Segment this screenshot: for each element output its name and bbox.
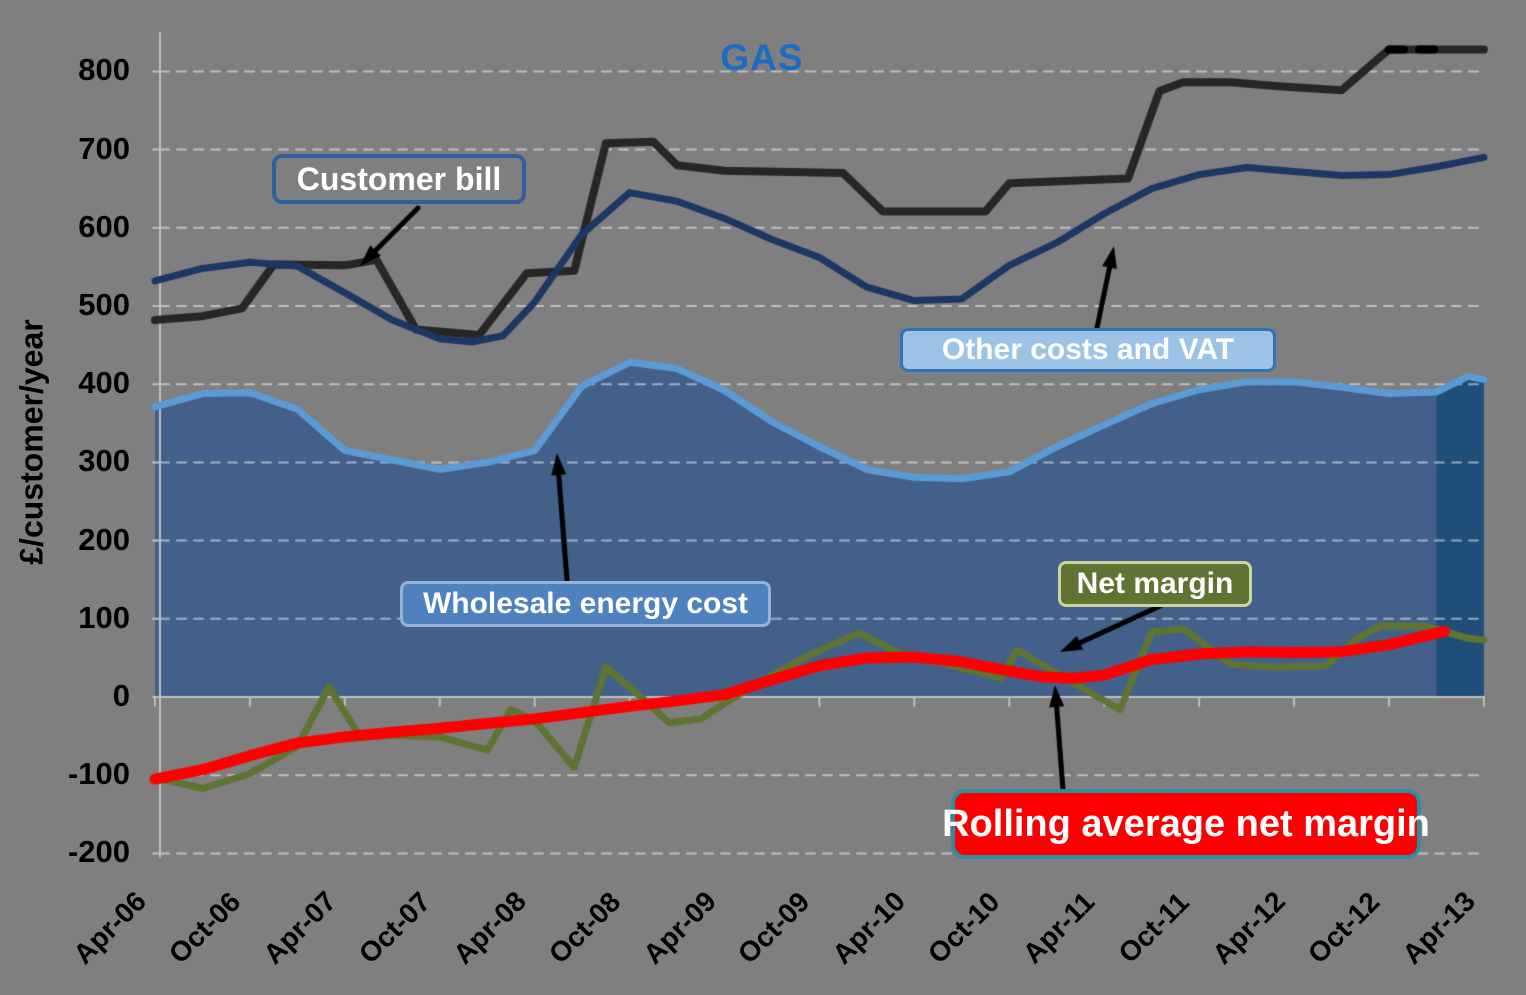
y-tick-label: 500 <box>78 287 130 322</box>
chart-title: GAS <box>720 37 804 78</box>
y-tick-label: 800 <box>78 52 130 88</box>
y-tick-label: 300 <box>78 443 130 479</box>
y-tick-label: 600 <box>78 208 130 244</box>
y-tick-label: 100 <box>78 599 130 635</box>
y-tick-label: -100 <box>67 756 130 792</box>
net-margin-label: Net margin <box>1058 561 1252 607</box>
y-tick-label: 200 <box>78 521 130 557</box>
rolling-average-net-margin-label: Rolling average net margin <box>942 789 1430 859</box>
other-costs-and-vat-label: Other costs and VAT <box>900 328 1276 372</box>
y-tick-label: 700 <box>78 130 130 166</box>
customer-bill-label: Customer bill <box>272 154 526 204</box>
y-tick-label: -200 <box>67 834 130 870</box>
y-tick-label: 400 <box>78 365 130 401</box>
wholesale-energy-cost-label: Wholesale energy cost <box>400 581 771 627</box>
y-tick-label: 0 <box>112 678 130 713</box>
